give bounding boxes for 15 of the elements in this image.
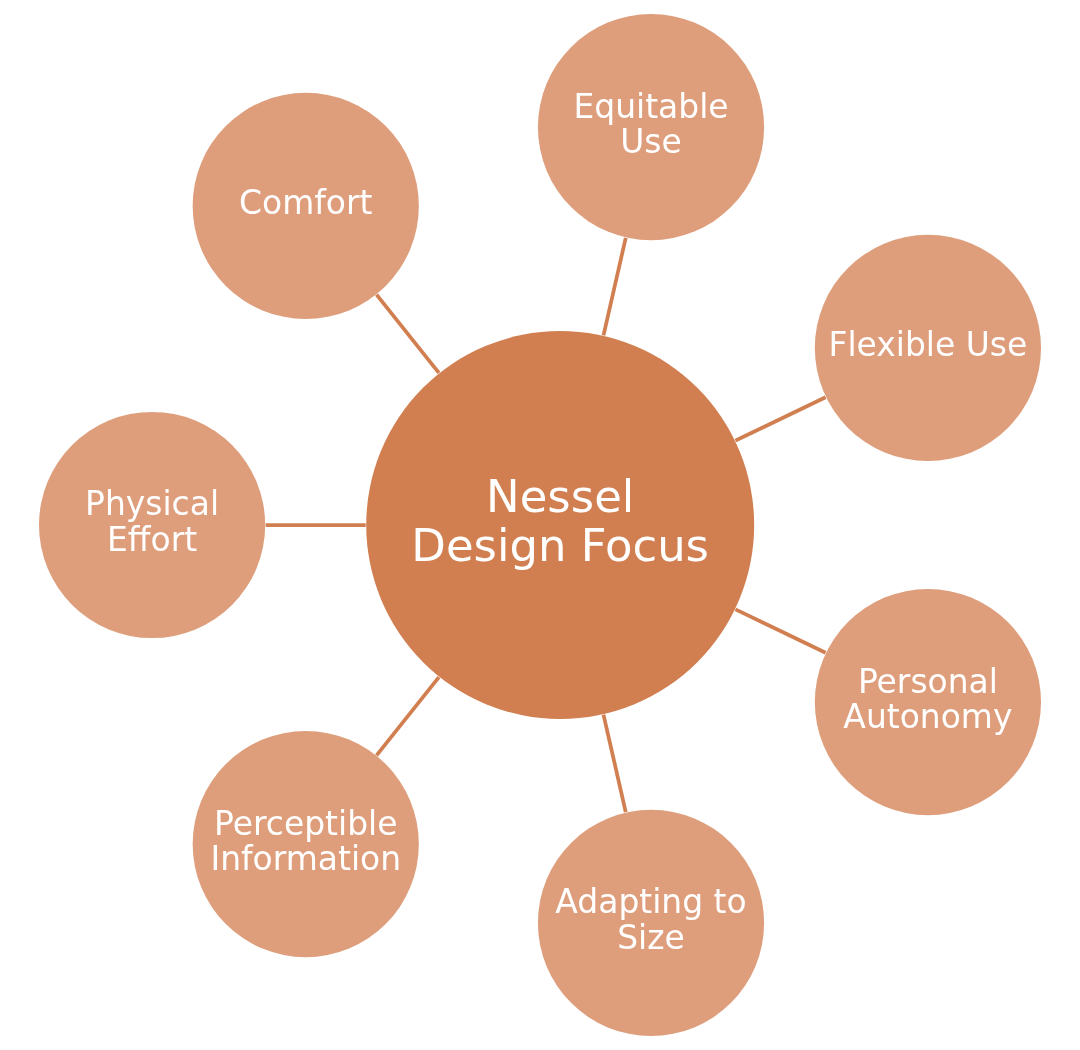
node-circle: Perceptible Information bbox=[192, 731, 419, 958]
connector bbox=[375, 675, 441, 757]
node-circle: Adapting to Size bbox=[537, 809, 765, 1036]
node-circle: Nessel Design Focus bbox=[366, 331, 755, 719]
node-circle: Personal Autonomy bbox=[814, 589, 1041, 816]
connector bbox=[601, 714, 628, 813]
node-circle: Physical Effort bbox=[39, 411, 266, 639]
connector bbox=[601, 237, 628, 336]
node-circle: Equitable Use bbox=[537, 14, 765, 241]
connector bbox=[265, 523, 366, 527]
node-circle: Flexible Use bbox=[814, 234, 1041, 461]
node-circle: Comfort bbox=[192, 92, 419, 319]
connector bbox=[734, 395, 827, 443]
connector bbox=[375, 293, 441, 375]
connector bbox=[734, 607, 827, 655]
